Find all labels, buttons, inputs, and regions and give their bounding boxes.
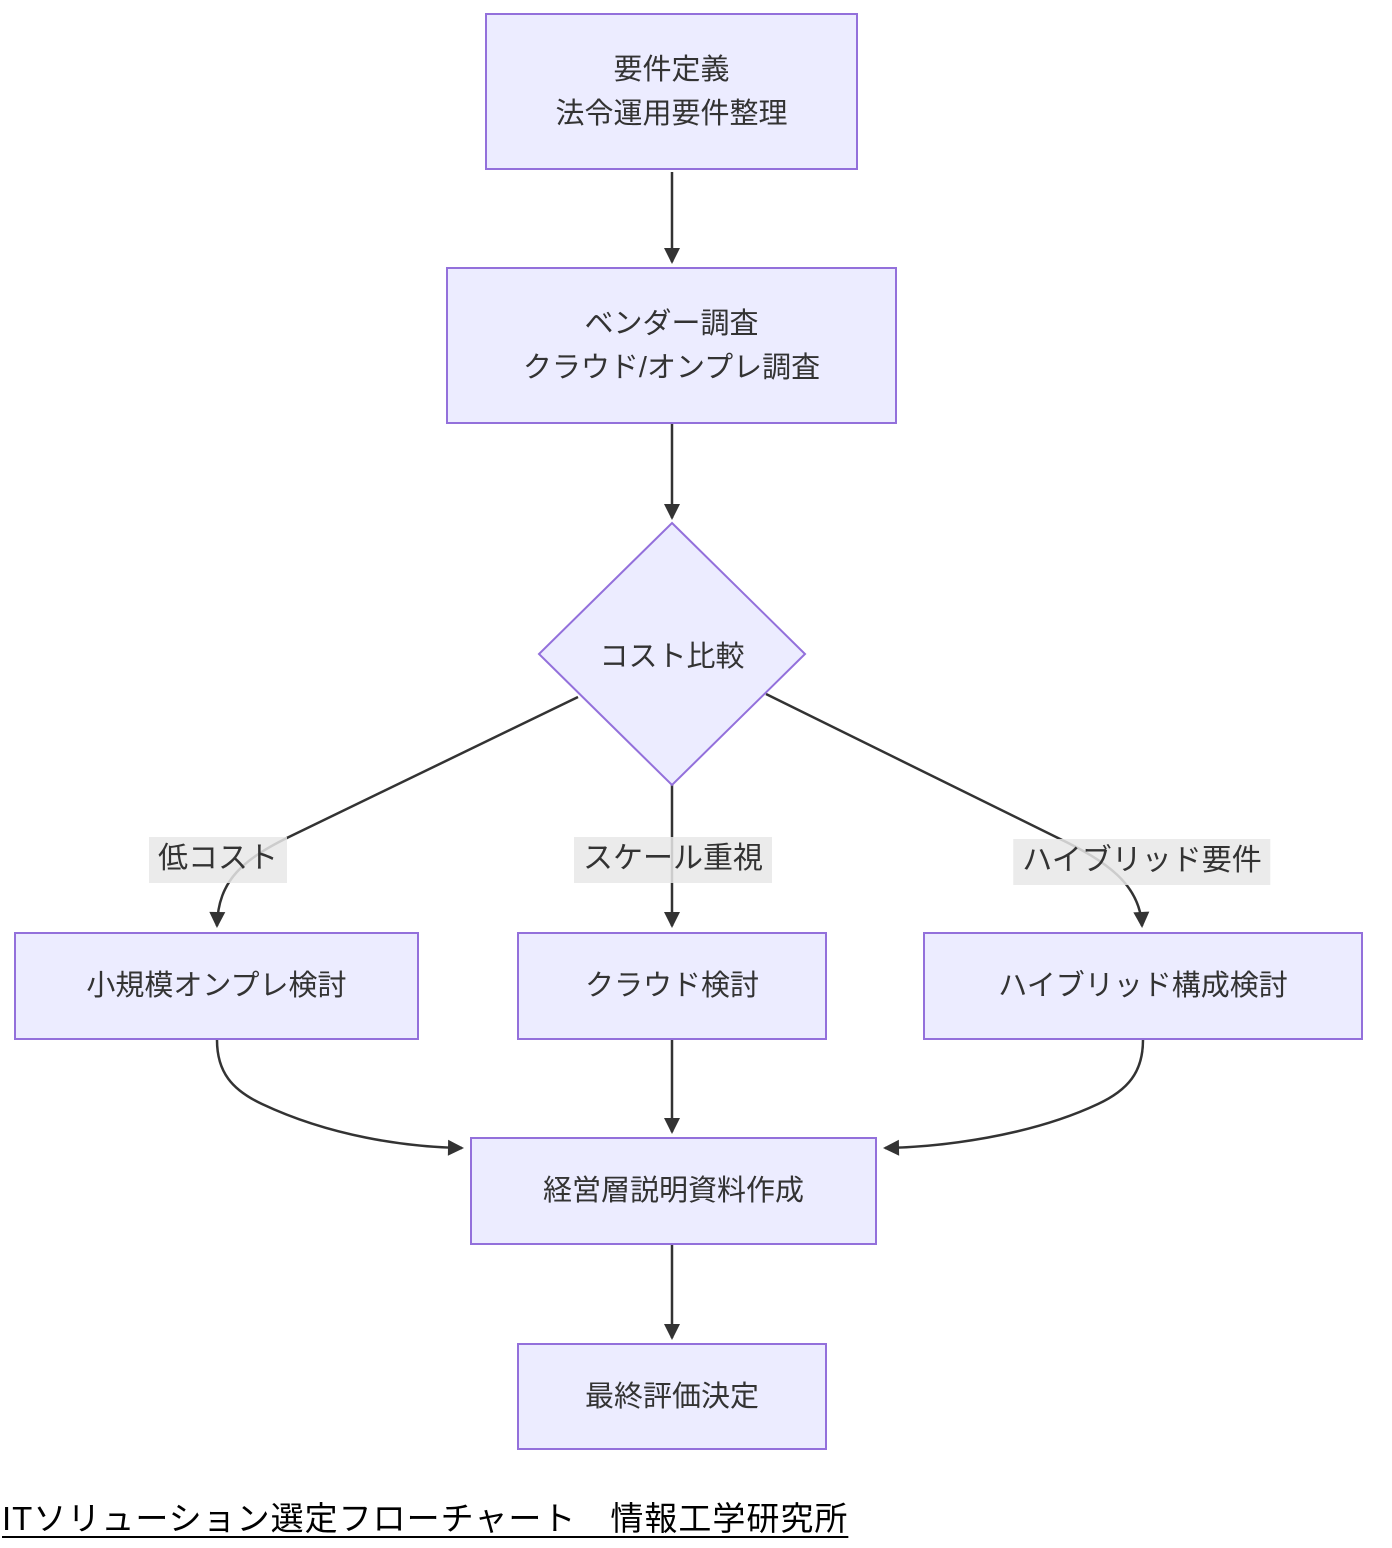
edge-decision-to-hybrid [765,692,1150,928]
edge-onprem-to-material [215,1039,464,1156]
node-requirements-line1: 要件定義 [613,53,730,86]
node-small-onprem: 小規模オンプレ検討 [14,932,419,1040]
node-cost-comparison-label: コスト比較 [599,641,745,673]
node-executive-material: 経営層説明資料作成 [470,1137,877,1245]
node-executive-material-label: 経営層説明資料作成 [542,1175,804,1207]
node-vendor-survey-line1: ベンダー調査 [584,307,759,340]
decision-diamond-shape [537,521,807,787]
node-vendor-survey: ベンダー調査 クラウド/オンプレ調査 [446,267,897,424]
node-final-decision-label: 最終評価決定 [584,1380,759,1413]
edge-label-low-cost: 低コスト [149,837,287,883]
node-hybrid-config-label: ハイブリッド構成検討 [998,970,1288,1002]
node-cloud-study-label: クラウド検討 [584,970,759,1002]
node-hybrid-config: ハイブリッド構成検討 [923,932,1363,1040]
edge-label-hybrid-requirement: ハイブリッド要件 [1013,839,1271,885]
diagram-title-caption: ITソリューション選定フローチャート 情報工学研究所 [2,1500,849,1537]
node-requirements: 要件定義 法令運用要件整理 [485,13,858,170]
node-vendor-survey-line2: クラウド/オンプレ調査 [522,351,821,384]
edge-hybrid-to-material [883,1039,1145,1156]
edge-decision-to-onprem [209,695,579,928]
node-requirements-line2: 法令運用要件整理 [555,97,788,130]
node-final-decision: 最終評価決定 [517,1343,827,1450]
node-small-onprem-label: 小規模オンプレ検討 [86,970,347,1002]
node-cloud-study: クラウド検討 [517,932,827,1040]
edge-label-scale-priority: スケール重視 [574,837,772,883]
